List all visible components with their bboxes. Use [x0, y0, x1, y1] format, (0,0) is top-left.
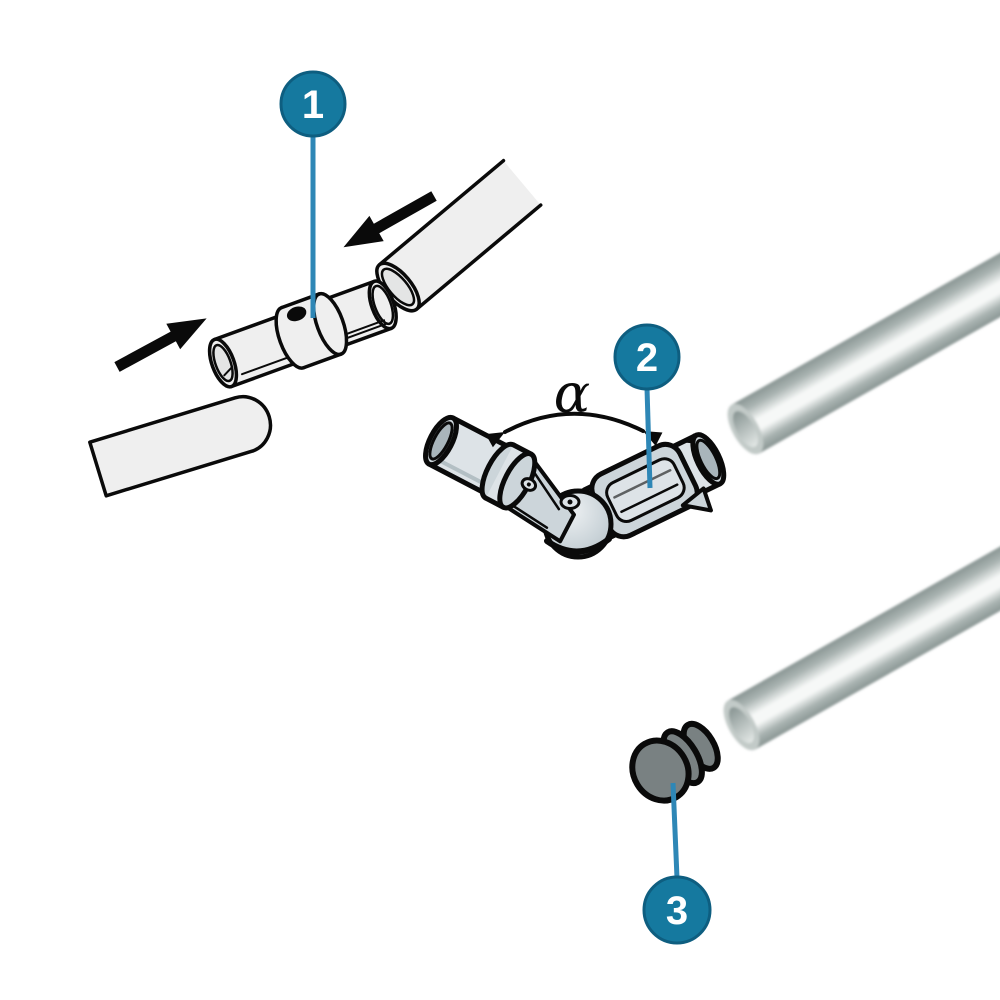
callout-3-badge — [642, 875, 712, 945]
tube-connector-part1 — [207, 279, 398, 389]
long-tube-upper — [727, 192, 1000, 455]
tube-lower-left — [88, 394, 273, 498]
angle-label: α — [554, 362, 590, 425]
insert-arrow-left-icon — [114, 318, 207, 372]
callout-2-number: 2 — [636, 336, 658, 380]
callout-3: 3 — [642, 782, 712, 945]
callout-2-badge — [613, 323, 681, 391]
tube-upper-left — [375, 158, 543, 313]
joint-tab — [680, 486, 713, 513]
insert-arrow-right-icon — [343, 191, 437, 248]
angle-arc-icon — [503, 411, 645, 434]
leader-line-3 — [670, 782, 680, 879]
angle-annotation: α — [485, 362, 663, 448]
joint-left-arm — [423, 414, 576, 544]
callout-3-number: 3 — [666, 889, 688, 933]
callout-1: 1 — [279, 70, 347, 318]
callout-2: 2 — [613, 323, 681, 489]
angle-joint-part2 — [423, 414, 727, 560]
button-hole — [286, 306, 307, 322]
joint-notch — [685, 433, 696, 444]
leader-line-2 — [644, 387, 653, 489]
tube-open-end — [732, 411, 759, 448]
callout-1-number: 1 — [302, 83, 324, 127]
callout-1-badge — [279, 70, 347, 138]
long-tube-lower — [723, 488, 1000, 751]
tube-open-end — [728, 707, 755, 744]
